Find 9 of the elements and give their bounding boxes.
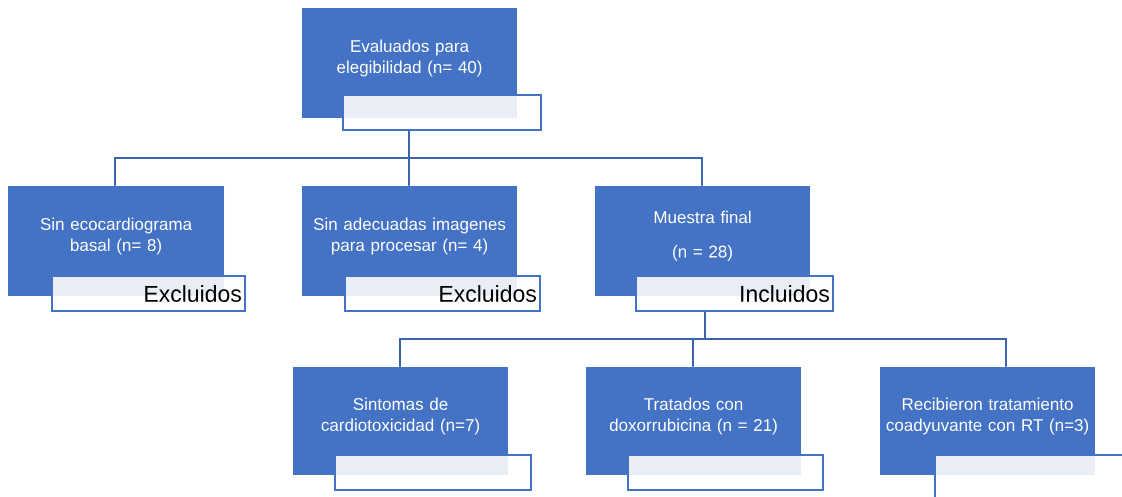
label-box: Incluidos (635, 275, 834, 312)
empty-box (934, 454, 1122, 497)
label-box: Excluidos (344, 275, 541, 312)
empty-box (627, 454, 824, 491)
empty-box (334, 454, 532, 491)
connector (408, 130, 703, 187)
label-box: Excluidos (51, 275, 246, 312)
connector (704, 311, 1007, 368)
empty-box (342, 94, 542, 131)
